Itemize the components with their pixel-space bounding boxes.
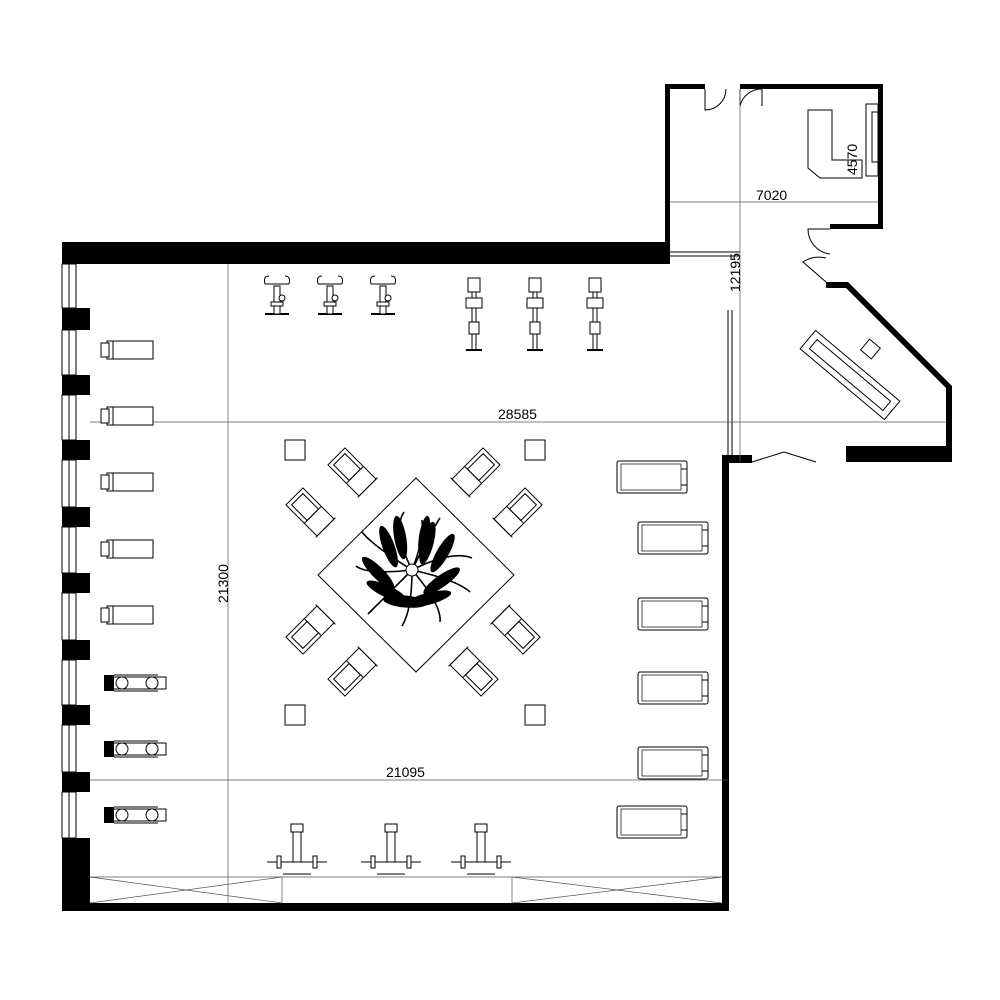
treadmill-icon <box>100 340 154 625</box>
dimension-lines <box>89 264 946 904</box>
rowing-machine-icon <box>465 277 604 351</box>
dim-width-total: 28585 <box>498 406 537 422</box>
treadmill-icon <box>616 460 709 839</box>
dim-annex-width: 7020 <box>756 187 787 203</box>
annex-walls <box>665 84 952 463</box>
dim-annex-height: 4570 <box>844 144 860 175</box>
reception-desk-icon <box>799 329 901 421</box>
palm-tree-icon <box>355 511 473 627</box>
dim-bottom-width: 21095 <box>386 764 425 780</box>
weight-bench-icon <box>266 823 512 875</box>
dim-height-total: 21300 <box>215 564 231 603</box>
main-room-walls <box>61 242 752 911</box>
center-island <box>284 439 546 726</box>
dim-annex-vertical: 12195 <box>727 253 743 292</box>
exercise-bike-icon <box>263 275 397 315</box>
elliptical-icon <box>103 674 167 824</box>
